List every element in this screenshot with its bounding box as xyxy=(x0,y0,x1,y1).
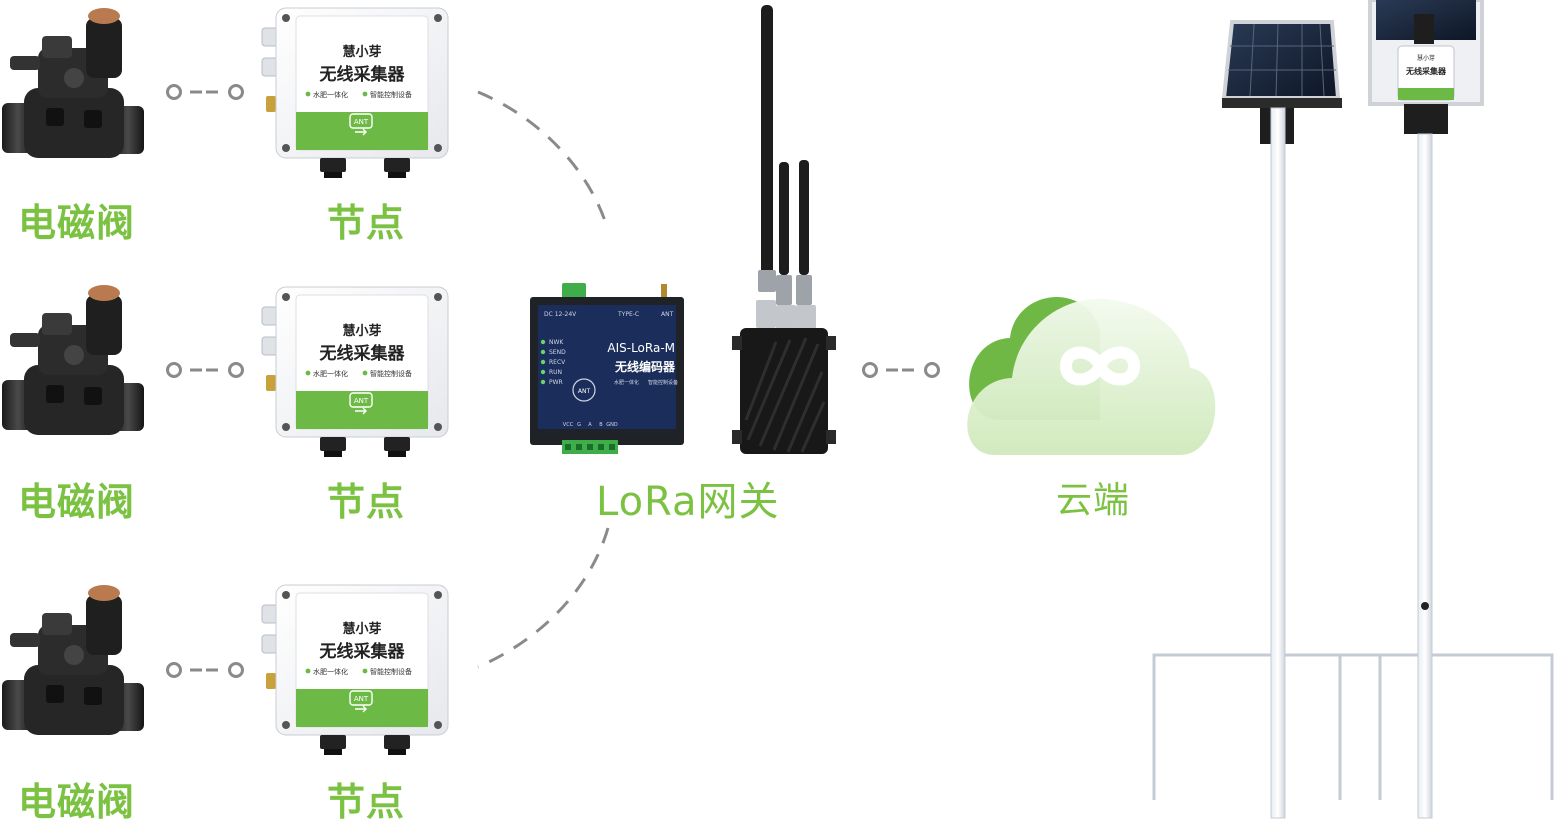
node-title: 无线采集器 xyxy=(319,64,406,85)
gw-port-label: VCC xyxy=(563,422,574,428)
station-pole-2: 慧小芽 无线采集器 xyxy=(1338,0,1554,819)
infinity-icon xyxy=(1059,346,1141,386)
wireless-arc-top xyxy=(477,90,610,231)
solenoid-valve-2 xyxy=(2,285,144,435)
solenoid-valve-1 xyxy=(2,8,144,158)
node-feature-1: 水肥一体化 xyxy=(313,90,348,99)
node-feature-2: 智能控制设备 xyxy=(370,369,412,378)
gw-led-label: RUN xyxy=(549,369,562,376)
node-feature-1: 水肥一体化 xyxy=(313,667,348,676)
node-ant: ANT xyxy=(354,397,369,405)
node-device-3: 慧小芽 无线采集器 水肥一体化 智能控制设备 ANT xyxy=(261,584,449,756)
node-title: 无线采集器 xyxy=(319,343,406,364)
valve-label-1: 电磁阀 xyxy=(18,201,136,245)
gw-top-left: DC 12-24V xyxy=(544,311,577,318)
connector-valve-node-2 xyxy=(166,362,244,378)
node-device-1: 慧小芽 无线采集器 水肥一体化 智能控制设备 ANT xyxy=(261,7,449,179)
gw-port-label: GND xyxy=(606,422,618,428)
node-label-1: 节点 xyxy=(327,201,406,245)
wireless-arc-bottom xyxy=(477,527,610,669)
gw-led-label: RECV xyxy=(549,359,566,366)
node-device-2: 慧小芽 无线采集器 水肥一体化 智能控制设备 ANT xyxy=(261,286,449,458)
node-ant: ANT xyxy=(354,695,369,703)
node-brand: 慧小芽 xyxy=(342,44,381,60)
gw-port-label: A xyxy=(588,422,592,428)
connector-gateway-cloud xyxy=(862,362,940,378)
gw-port-list: VCC G A B GND xyxy=(563,422,618,428)
valve-label-3: 电磁阀 xyxy=(18,780,136,824)
gw-feature-1: 水肥一体化 xyxy=(614,379,639,386)
solenoid-valve-3 xyxy=(2,585,144,735)
station-box-title: 无线采集器 xyxy=(1405,66,1447,76)
node-brand: 慧小芽 xyxy=(342,621,381,637)
node-brand: 慧小芽 xyxy=(342,323,381,339)
solar-panel-icon xyxy=(1221,20,1341,100)
lora-gateway-antenna-unit xyxy=(732,5,836,454)
gw-model: AIS-LoRa-M xyxy=(607,341,675,355)
gw-led-label: NWK xyxy=(549,339,564,346)
connector-valve-node-3 xyxy=(166,662,244,678)
connector-valve-node-1 xyxy=(166,84,244,100)
gw-port-label: G xyxy=(577,422,581,428)
gw-port-label: B xyxy=(599,422,603,428)
node-label-2: 节点 xyxy=(327,480,406,524)
gw-feature-2: 智能控制设备 xyxy=(648,379,678,386)
gw-ant: ANT xyxy=(578,388,591,395)
node-label-3: 节点 xyxy=(327,780,406,824)
gw-top-mid: TYPE-C xyxy=(617,311,639,318)
gw-led-list: NWK SEND RECV RUN PWR xyxy=(540,339,566,386)
node-feature-2: 智能控制设备 xyxy=(370,667,412,676)
node-title: 无线采集器 xyxy=(319,641,406,662)
cloud-label: 云端 xyxy=(1056,480,1131,521)
gw-title: 无线编码器 xyxy=(614,359,676,374)
valve-label-2: 电磁阀 xyxy=(18,480,136,524)
lora-encoder-device: DC 12-24V TYPE-C ANT NWK SEND RECV RUN P… xyxy=(530,283,684,454)
node-feature-2: 智能控制设备 xyxy=(370,90,412,99)
cloud-platform xyxy=(967,296,1216,455)
station-box-brand: 慧小芽 xyxy=(1417,54,1435,62)
gw-led-label: PWR xyxy=(549,379,563,386)
gateway-label: LoRa网关 xyxy=(596,479,780,525)
gw-led-label: SEND xyxy=(549,349,566,356)
gw-top-right: ANT xyxy=(661,311,674,318)
node-ant: ANT xyxy=(354,118,369,126)
station-pole-1 xyxy=(1152,20,1382,819)
node-feature-1: 水肥一体化 xyxy=(313,369,348,378)
